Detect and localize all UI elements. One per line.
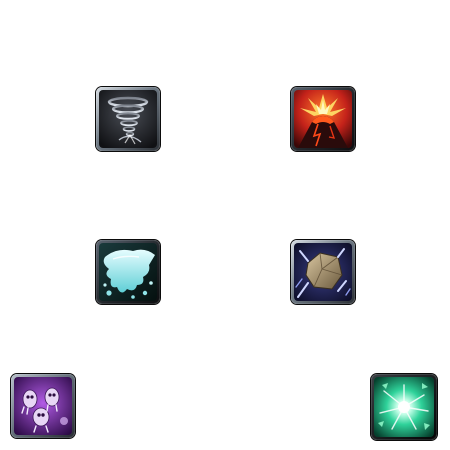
nature-burst-icon xyxy=(374,377,434,437)
ability-slot-boulder[interactable] xyxy=(291,240,355,304)
ability-slot-volcano[interactable] xyxy=(291,87,355,151)
boulder-icon xyxy=(294,243,352,301)
water-splash-icon xyxy=(99,243,157,301)
ability-slot-splash[interactable] xyxy=(96,240,160,304)
ability-slot-green-burst[interactable] xyxy=(371,374,437,440)
tornado-icon xyxy=(99,90,157,148)
ability-slot-claw[interactable] xyxy=(11,374,75,438)
volcano-icon xyxy=(294,90,352,148)
shadow-claw-icon xyxy=(14,377,72,435)
ability-slot-tornado[interactable] xyxy=(96,87,160,151)
